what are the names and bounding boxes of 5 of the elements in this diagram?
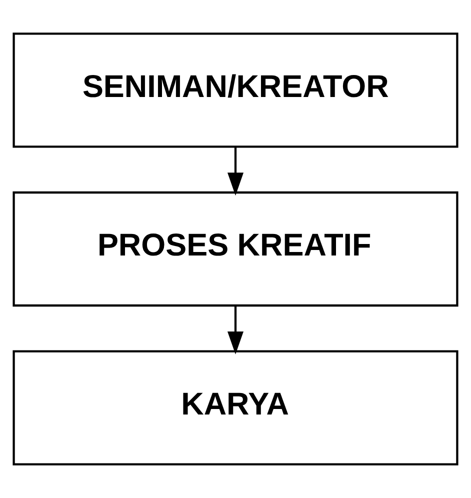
- arrow: [227, 306, 244, 354]
- arrow: [227, 147, 244, 196]
- node-box: PROSES KREATIF: [12, 191, 458, 307]
- node-box: KARYA: [12, 350, 458, 466]
- node-box: SENIMAN/KREATOR: [12, 32, 458, 148]
